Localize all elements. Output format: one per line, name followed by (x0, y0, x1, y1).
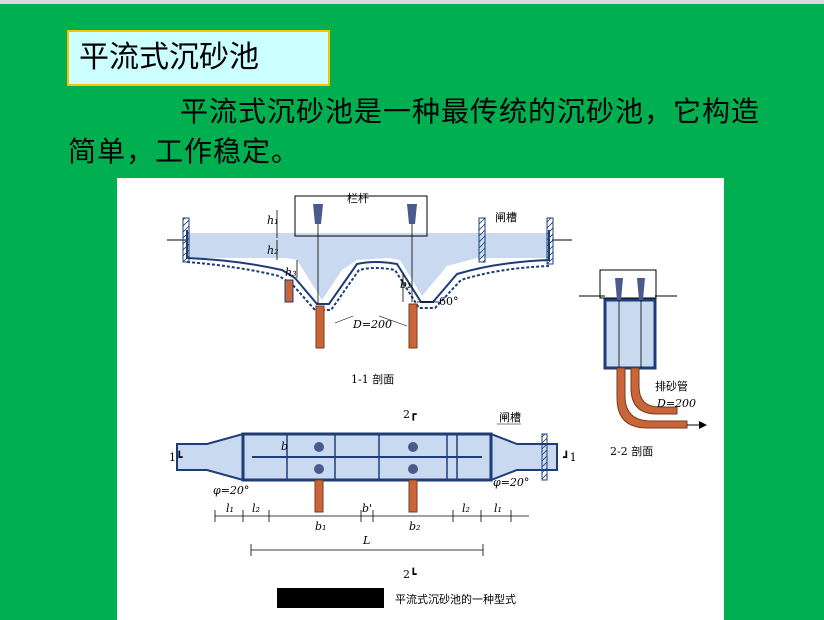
b1-section-label: b₁ (400, 278, 411, 291)
cut-1-left: 1┗ (169, 450, 183, 464)
phi-left-label: φ=20° (213, 484, 249, 497)
phi-right-label: φ=20° (493, 476, 529, 489)
section-2-2-label: 2-2 剖面 (610, 444, 653, 458)
section-1-1-label: 1-1 剖面 (351, 372, 394, 386)
plan-pipe-left (314, 479, 324, 513)
dim-l1-left: l₁ (226, 502, 234, 515)
pipe-diameter-label: D=200 (352, 318, 392, 331)
plan-pipe-right (408, 479, 418, 513)
sand-pipe-outer (616, 367, 688, 429)
plan-b-label: b (281, 440, 288, 453)
dim-l2-right: l₂ (462, 502, 470, 515)
section-2-2: 排砂管 D=200 2-2 剖面 (579, 269, 707, 458)
valve-right (407, 204, 417, 224)
tank-drawing: 栏杆 闸槽 h₁ h₂ h₃ b₁ 60° D=200 1-1 剖面 排砂管 D (167, 191, 707, 581)
dim-L: L (362, 534, 370, 547)
left-wall (182, 217, 190, 263)
sedimentation-tank-figure: 栏杆 闸槽 h₁ h₂ h₃ b₁ 60° D=200 1-1 剖面 排砂管 D (117, 178, 724, 620)
h2-label: h₂ (267, 244, 279, 257)
drain-pipe-right (408, 303, 418, 349)
gate-slot-label-top: 闸槽 (495, 211, 517, 224)
caption-redaction (277, 588, 384, 608)
sand-pipe-inner (630, 367, 678, 415)
cut-1-right: ┛1 (562, 450, 577, 464)
valve-left (313, 204, 323, 224)
h3-label: h₃ (285, 266, 297, 279)
plan-view: 1┗ ┛1 2┏ 2┗ 闸槽 b φ=20° φ=20° l₁ l₂ b₁ (169, 408, 577, 581)
side-tank (603, 298, 657, 370)
top-border (0, 0, 824, 4)
cut-2-top: 2┏ (403, 408, 417, 421)
water-body (187, 233, 549, 300)
dim-b2: b₂ (409, 520, 420, 533)
right-wall (546, 217, 554, 265)
dim-b-prime: b' (362, 502, 372, 515)
cut-2-bottom: 2┗ (403, 567, 417, 581)
gate-slot-wall (478, 217, 486, 263)
slide-body-text: 平流式沉砂池是一种最传统的沉砂池，它构造简单，工作稳定。 (68, 95, 761, 168)
section-1-1: 栏杆 闸槽 h₁ h₂ h₃ b₁ 60° D=200 1-1 剖面 (167, 191, 572, 386)
sand-pipe-label: 排砂管 (655, 379, 688, 393)
h1-label: h₁ (267, 214, 279, 227)
dim-l1-right: l₁ (494, 502, 502, 515)
railing-label: 栏杆 (347, 191, 369, 205)
dim-b1: b₁ (315, 520, 326, 533)
angle-label: 60° (439, 295, 459, 308)
dim-l2-left: l₂ (252, 502, 260, 515)
gate-slot-label-plan: 闸槽 (499, 411, 521, 424)
figure-caption: 平流式沉砂池的一种型式 (395, 593, 516, 606)
slide-title: 平流式沉砂池 (67, 30, 330, 86)
side-pipe-diameter-label: D=200 (656, 397, 696, 410)
drain-pipe-left (315, 305, 325, 349)
